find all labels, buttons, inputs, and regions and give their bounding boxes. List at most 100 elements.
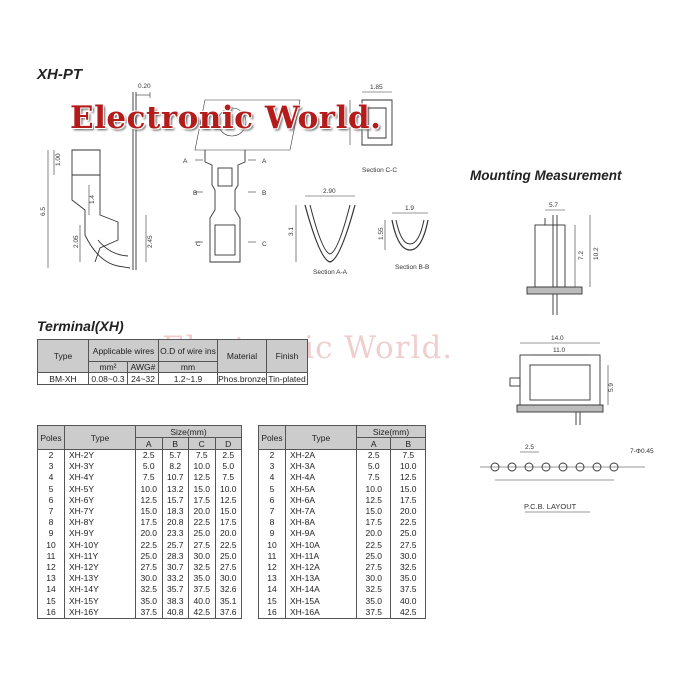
table-cell: 12.5 — [188, 472, 216, 484]
table-cell: 37.5 — [188, 584, 216, 596]
table-cell: 27.5 — [188, 539, 216, 551]
table-cell: 7.5 — [135, 472, 163, 484]
th-od: O.D of wire ins — [158, 339, 218, 362]
table-cell: 5 — [37, 483, 65, 495]
table-cell: 9 — [37, 528, 65, 540]
terminal-table: Type Applicable wires O.D of wire ins Ma… — [37, 339, 308, 385]
table-cell: 22.5 — [390, 517, 426, 529]
table-cell: XH-16A — [285, 606, 357, 619]
table-cell: XH-11A — [285, 550, 357, 562]
terminal-side-body — [94, 175, 119, 263]
section-aa-outline — [304, 204, 356, 263]
cell: 0.08~0.3 — [88, 372, 128, 385]
cell: 1.2~1.9 — [158, 372, 218, 385]
th-d: D — [214, 437, 242, 450]
section-marker: B — [262, 190, 266, 197]
table-cell: 7 — [37, 505, 65, 518]
th-poles: Poles — [258, 425, 286, 450]
th-poles: Poles — [37, 425, 65, 450]
table-cell: XH-9Y — [64, 528, 136, 540]
table-cell: 25.0 — [214, 550, 242, 562]
table-cell: 10 — [258, 539, 286, 551]
table-cell: 35.0 — [390, 573, 426, 585]
table-cell: XH-3Y — [64, 461, 136, 473]
table-cell: 25.0 — [188, 528, 216, 540]
mount-side-view — [534, 224, 566, 288]
table-cell: 9 — [258, 528, 286, 540]
dim-label: 7-Φ0.45 — [630, 448, 654, 455]
table-cell: 17.5 — [355, 517, 392, 529]
table-cell: 12 — [37, 561, 65, 574]
th-type: Type — [285, 425, 357, 450]
table-cell: 22.5 — [214, 539, 242, 551]
cell: 24~32 — [127, 372, 159, 385]
table-cell: 30.0 — [355, 573, 392, 585]
mounting-heading: Mounting Measurement — [470, 168, 622, 183]
table-cell: 10.7 — [161, 472, 189, 484]
table-cell: 35.0 — [188, 573, 216, 585]
table-cell: 17.5 — [188, 494, 216, 506]
table-cell: XH-13Y — [64, 573, 136, 585]
cell: BM-XH — [37, 372, 89, 385]
table-cell: 25.7 — [161, 539, 189, 551]
table-cell: XH-4Y — [64, 472, 136, 484]
table-cell: XH-9A — [285, 528, 357, 540]
section-cc-outline — [361, 99, 393, 146]
table-cell: 40.8 — [161, 606, 189, 619]
th-size: Size(mm) — [356, 425, 426, 438]
dim-label: 2.5 — [525, 444, 534, 451]
table-cell: 2 — [258, 449, 286, 462]
th-b: B — [390, 437, 426, 450]
table-cell: 37.5 — [390, 584, 426, 596]
table-cell: XH-6Y — [64, 494, 136, 506]
dim-label: 6.5 — [40, 207, 47, 216]
th-mm2: mm² — [88, 361, 128, 373]
table-cell: 20.0 — [135, 528, 163, 540]
section-marker: B — [193, 190, 197, 197]
table-cell: 15.0 — [390, 483, 426, 495]
table-cell: 13.2 — [161, 483, 189, 495]
table-cell: 7.5 — [214, 472, 242, 484]
table-cell: 22.5 — [135, 539, 163, 551]
table-cell: 32.5 — [135, 584, 163, 596]
mount-front-view — [519, 354, 601, 406]
table-cell: 14 — [258, 584, 286, 596]
table-cell: 15.7 — [161, 494, 189, 506]
table-cell: 20.8 — [161, 517, 189, 529]
table-cell: 10.0 — [214, 483, 242, 495]
dim-label: 5.9 — [608, 383, 615, 392]
table-cell: 32.5 — [355, 584, 392, 596]
table-cell: XH-10Y — [64, 539, 136, 551]
terminal-heading: Terminal(XH) — [37, 318, 124, 334]
table-cell: 28.3 — [161, 550, 189, 562]
table-cell: 42.5 — [188, 606, 216, 619]
xh-pt-title: XH-PT — [37, 66, 82, 83]
th-c: C — [188, 437, 216, 450]
table-cell: 27.5 — [355, 561, 392, 574]
table-cell: XH-2A — [285, 449, 357, 462]
table-cell: XH-12Y — [64, 561, 136, 574]
table-cell: 2.5 — [355, 449, 392, 462]
table-cell: 5.7 — [161, 449, 189, 462]
table-cell: 25.0 — [355, 550, 392, 562]
table-cell: 15.0 — [188, 483, 216, 495]
table-cell: 37.6 — [214, 606, 242, 619]
